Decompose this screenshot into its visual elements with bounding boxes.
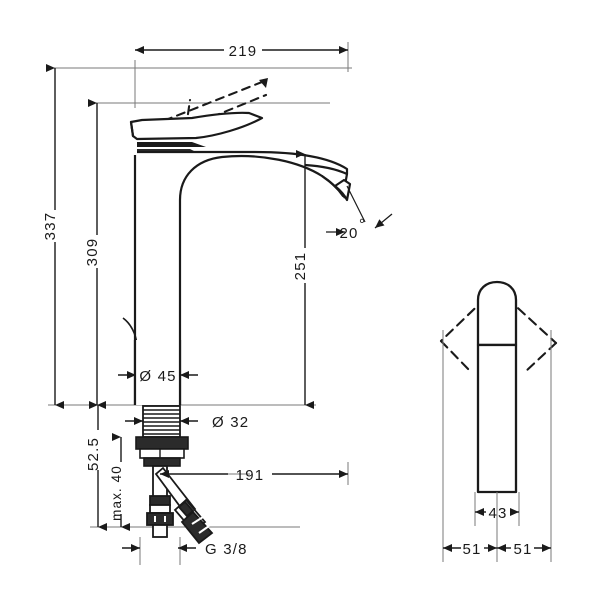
dim-overall-height-label: 337 [42, 212, 59, 241]
mounting-nut [135, 436, 189, 467]
dim-body-height-label: 309 [84, 238, 101, 267]
spout-outlet [333, 178, 352, 202]
dim-spout-height-label: 251 [292, 252, 309, 281]
dim-body-depth-label: 43 [488, 505, 507, 522]
dim-swivel-left: 51 [443, 541, 497, 558]
supply-outlet-stub [152, 524, 168, 538]
dim-swivel-angle: 20 ° [326, 185, 393, 242]
lever-handle [129, 111, 264, 141]
dim-overall-width-label: 219 [229, 43, 258, 60]
dim-counter-thickness-label: 52.5 [85, 437, 102, 471]
dim-hose-reach-label: 191 [236, 467, 265, 484]
handle-underside [137, 142, 206, 147]
base-column [133, 340, 182, 405]
dim-hose-reach: 191 [160, 467, 348, 484]
dim-base-diameter: Ø 45 [118, 368, 198, 385]
dim-swivel-right: 51 [497, 541, 551, 558]
dim-swivel-angle-label: 20 [339, 225, 358, 242]
dim-swivel-left-label: 51 [462, 541, 481, 558]
dim-swivel-right-label: 51 [513, 541, 532, 558]
degree-symbol: ° [359, 216, 365, 233]
side-body [476, 343, 518, 494]
side-handle-top [476, 280, 518, 347]
dim-spout-height: 251 [292, 150, 314, 409]
dim-body-height: 309 [84, 99, 106, 409]
dim-max-counter-thickness: max. 40 [109, 433, 130, 531]
dim-counter-thickness: 52.5 [85, 401, 107, 531]
threaded-shank [142, 405, 181, 438]
handle-raised-tip [259, 78, 268, 88]
dim-overall-height: 337 [42, 64, 64, 409]
dim-body-depth: 43 [475, 505, 519, 522]
dim-base-diameter-label: Ø 45 [139, 368, 176, 385]
dim-overall-width: 219 [135, 43, 348, 60]
dim-supply-connection-label: G 3/8 [205, 541, 248, 558]
dim-supply-connection: G 3/8 [122, 541, 248, 558]
dim-thread-diameter-label: Ø 32 [212, 414, 249, 431]
dim-thread-diameter: Ø 32 [125, 414, 249, 431]
faucet-side-view [439, 280, 558, 494]
faucet-front-view [122, 78, 352, 545]
flexible-hose [154, 466, 214, 545]
dim-max-counter-thickness-label: max. 40 [109, 465, 124, 521]
